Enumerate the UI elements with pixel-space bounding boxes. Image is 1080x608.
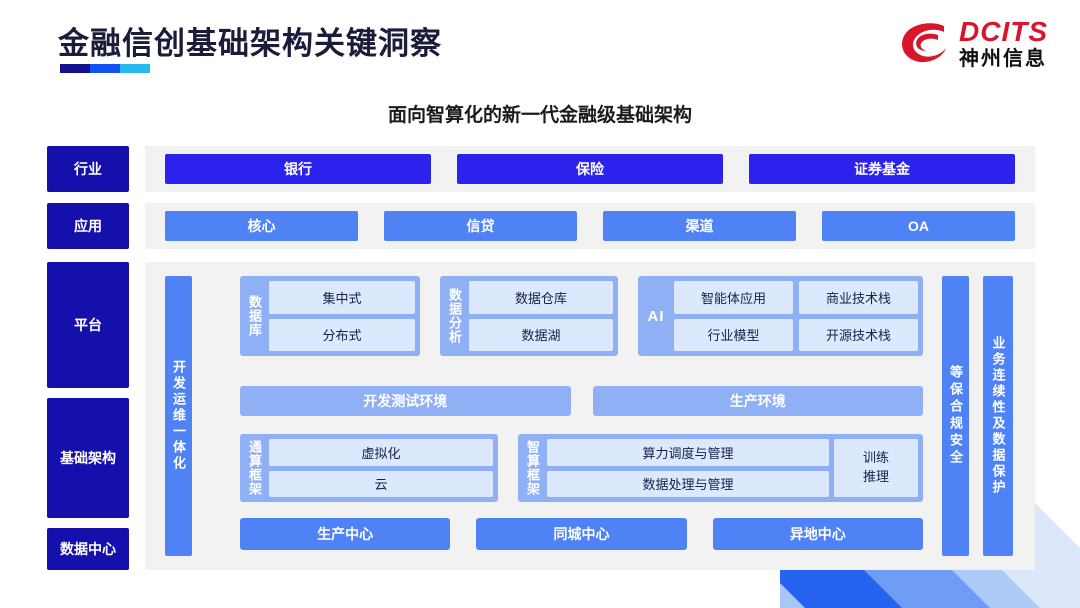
title-underline-rule	[60, 64, 150, 73]
group-label-general-compute: 通算框架	[247, 440, 262, 496]
application-item-credit[interactable]: 信贷	[384, 211, 577, 241]
platform-main-panel: 开发运维一体化 等保合规安全 业务连续性及数据保护 数据库 集中式 分布式 数据…	[145, 262, 1035, 570]
vertical-bar-business-continuity: 业务连续性及数据保护	[983, 276, 1013, 556]
application-item-oa[interactable]: OA	[822, 211, 1015, 241]
group-general-compute-framework: 通算框架 虚拟化 云	[240, 434, 498, 502]
dcits-swirl-icon	[901, 22, 946, 62]
industry-item-securities-fund[interactable]: 证券基金	[749, 154, 1015, 184]
cell-data-warehouse[interactable]: 数据仓库	[469, 281, 613, 314]
cell-distributed[interactable]: 分布式	[269, 318, 415, 351]
sidebar-item-industry: 行业	[47, 146, 129, 192]
cell-industry-model[interactable]: 行业模型	[674, 318, 793, 351]
group-data-analytics: 数据分析 数据仓库 数据湖	[440, 276, 618, 356]
datacenter-production[interactable]: 生产中心	[240, 518, 451, 550]
group-label-ai: AI	[647, 307, 665, 325]
group-label-intelligent-compute: 智算框架	[525, 440, 540, 496]
sidebar-item-datacenter: 数据中心	[47, 528, 129, 570]
env-production[interactable]: 生产环境	[592, 386, 923, 416]
platform-capability-row: 数据库 集中式 分布式 数据分析 数据仓库 数据湖 AI	[240, 276, 923, 356]
sidebar-item-infrastructure: 基础架构	[47, 398, 129, 518]
vertical-bar-devops: 开发运维一体化	[165, 276, 192, 556]
cell-training-inference[interactable]: 训练 推理	[834, 439, 918, 497]
application-item-core[interactable]: 核心	[165, 211, 358, 241]
cell-data-processing[interactable]: 数据处理与管理	[547, 470, 829, 497]
group-database: 数据库 集中式 分布式	[240, 276, 420, 356]
group-ai: AI 智能体应用 商业技术栈 行业模型 开源技术栈	[638, 276, 923, 356]
cell-commercial-tech-stack[interactable]: 商业技术栈	[799, 281, 918, 314]
cell-centralized[interactable]: 集中式	[269, 281, 415, 314]
logo-wordmark-en: DCITS	[959, 16, 1048, 47]
vertical-bar-security-compliance: 等保合规安全	[942, 276, 969, 556]
brand-logo: DCITS 神州信息	[900, 18, 1048, 69]
application-row-panel: 核心 信贷 渠道 OA	[145, 203, 1035, 249]
cell-virtualization[interactable]: 虚拟化	[269, 439, 493, 466]
platform-inner-content: 数据库 集中式 分布式 数据分析 数据仓库 数据湖 AI	[240, 276, 923, 556]
logo-wordmark-cn: 神州信息	[959, 48, 1047, 70]
training-label: 训练	[862, 450, 889, 466]
group-label-database: 数据库	[247, 295, 262, 337]
industry-item-insurance[interactable]: 保险	[457, 154, 723, 184]
cell-agent-applications[interactable]: 智能体应用	[674, 281, 793, 314]
cell-cloud[interactable]: 云	[269, 470, 493, 497]
industry-item-bank[interactable]: 银行	[165, 154, 431, 184]
page-title: 金融信创基础架构关键洞察	[58, 26, 442, 61]
application-item-channel[interactable]: 渠道	[603, 211, 796, 241]
group-intelligent-compute-framework: 智算框架 算力调度与管理 数据处理与管理 训练 推理	[518, 434, 923, 502]
diagram-subtitle: 面向智算化的新一代金融级基础架构	[387, 105, 692, 126]
sidebar-item-platform: 平台	[47, 262, 129, 388]
group-label-data-analytics: 数据分析	[447, 288, 462, 344]
datacenter-same-city[interactable]: 同城中心	[476, 518, 687, 550]
compute-framework-row: 通算框架 虚拟化 云 智算框架 算力调度与管理 数据处理与管理 训练 推理	[240, 434, 923, 502]
environment-row: 开发测试环境 生产环境	[240, 386, 923, 416]
cell-data-lake[interactable]: 数据湖	[469, 318, 613, 351]
cell-open-source-tech-stack[interactable]: 开源技术栈	[799, 318, 918, 351]
industry-row-panel: 银行 保险 证券基金	[145, 146, 1035, 192]
env-dev-test[interactable]: 开发测试环境	[240, 386, 571, 416]
inference-label: 推理	[862, 469, 889, 484]
sidebar-item-application: 应用	[47, 203, 129, 249]
datacenter-remote[interactable]: 异地中心	[712, 518, 923, 550]
datacenter-row: 生产中心 同城中心 异地中心	[240, 518, 923, 550]
cell-compute-scheduling[interactable]: 算力调度与管理	[547, 439, 829, 466]
